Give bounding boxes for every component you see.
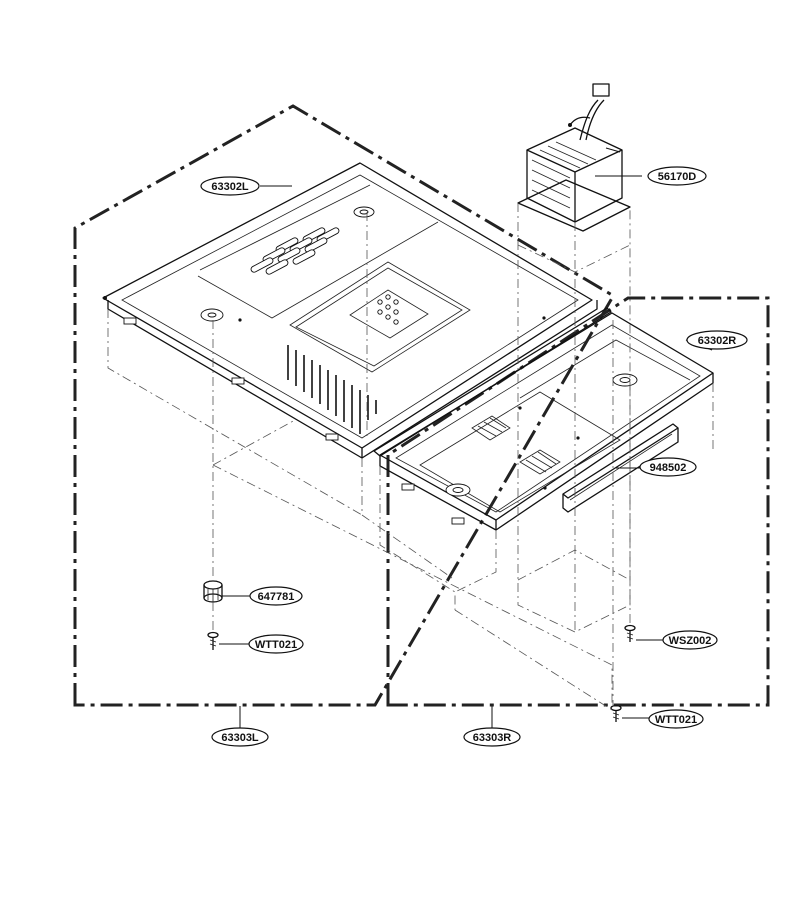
bushing-647781 xyxy=(203,580,223,603)
label-WSZ002[interactable]: WSZ002 xyxy=(662,630,718,650)
label-WSZ002-text: WSZ002 xyxy=(669,635,712,647)
left-assembly-outline xyxy=(73,104,614,707)
label-647781-text: 647781 xyxy=(258,591,295,603)
label-WTT021-right[interactable]: WTT021 xyxy=(648,709,704,729)
right-plate-mesh-b xyxy=(519,449,561,475)
label-63302R-text: 63302R xyxy=(698,335,737,347)
right-plate-mesh-a xyxy=(471,415,511,441)
right-base-plate xyxy=(373,307,714,531)
label-948502[interactable]: 948502 xyxy=(639,457,697,477)
label-WTT021-left[interactable]: WTT021 xyxy=(248,634,304,654)
label-WTT021-left-text: WTT021 xyxy=(255,639,297,651)
transformer-56170D xyxy=(517,83,631,232)
label-63302L-text: 63302L xyxy=(211,181,249,193)
screw-right-WTT021 xyxy=(610,704,622,722)
left-plate-holes xyxy=(377,294,399,325)
label-56170D-text: 56170D xyxy=(658,171,697,183)
label-63303L[interactable]: 63303L xyxy=(211,727,269,747)
screw-WSZ002 xyxy=(624,624,636,642)
label-948502-text: 948502 xyxy=(650,462,687,474)
label-56170D[interactable]: 56170D xyxy=(647,166,707,186)
projection-lines xyxy=(107,203,714,711)
label-63303R[interactable]: 63303R xyxy=(463,727,521,747)
screw-left-WTT021 xyxy=(207,631,219,650)
label-63303R-text: 63303R xyxy=(473,732,512,744)
label-63302L[interactable]: 63302L xyxy=(200,176,260,196)
label-647781[interactable]: 647781 xyxy=(249,586,303,606)
label-63302R[interactable]: 63302R xyxy=(686,330,748,350)
left-base-plate xyxy=(102,162,598,459)
label-WTT021-right-text: WTT021 xyxy=(655,714,697,726)
left-plate-vents xyxy=(250,227,340,275)
right-assembly-outline xyxy=(386,296,770,707)
label-63303L-text: 63303L xyxy=(221,732,259,744)
strip-948502 xyxy=(562,423,679,513)
left-plate-fins xyxy=(287,345,377,434)
